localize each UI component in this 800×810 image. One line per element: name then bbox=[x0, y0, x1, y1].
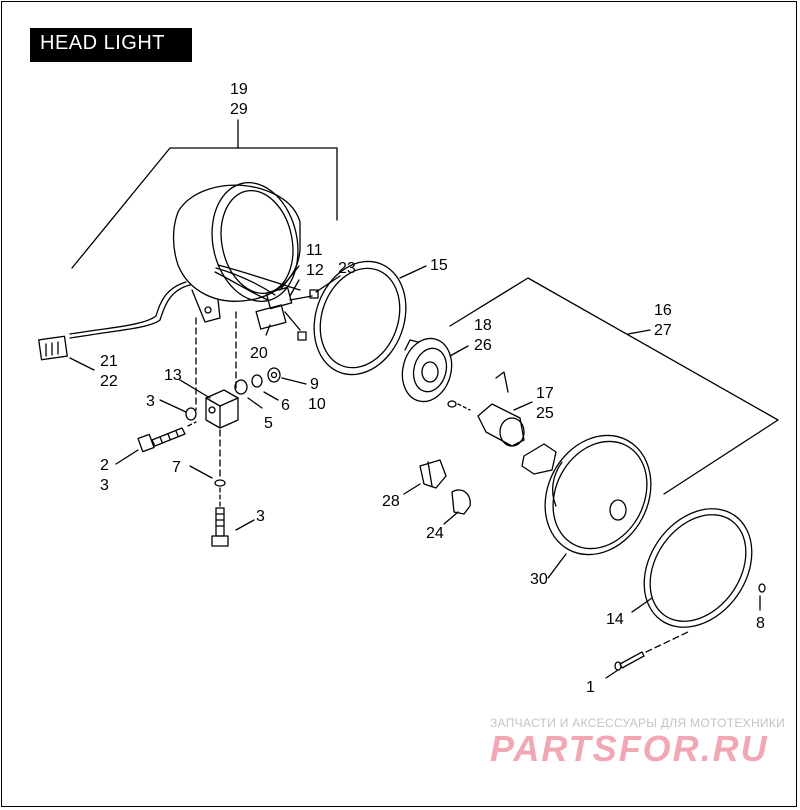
callout-3-bolt: 3 bbox=[100, 477, 109, 494]
callout-11: 11 bbox=[306, 242, 323, 259]
callout-8: 8 bbox=[756, 615, 765, 632]
callout-1: 1 bbox=[586, 679, 595, 696]
headlight-bulb bbox=[447, 371, 533, 447]
mount-hardware bbox=[159, 311, 307, 481]
headlight-housing bbox=[172, 182, 301, 323]
callout-12: 12 bbox=[306, 262, 324, 279]
headlight-lens bbox=[544, 434, 652, 579]
callout-17: 17 bbox=[536, 385, 554, 402]
bolt-vertical bbox=[189, 465, 255, 547]
callout-26: 26 bbox=[474, 337, 492, 354]
callout-18: 18 bbox=[474, 317, 492, 334]
bracket-19-29 bbox=[71, 119, 338, 269]
title-banner: HEAD LIGHT bbox=[30, 28, 192, 62]
callout-13: 13 bbox=[164, 367, 182, 384]
callout-6: 6 bbox=[281, 397, 290, 414]
page-title: HEAD LIGHT bbox=[40, 32, 166, 54]
callout-22: 22 bbox=[100, 373, 118, 390]
callout-10: 10 bbox=[308, 396, 326, 413]
callout-7: 7 bbox=[172, 459, 181, 476]
callout-25: 25 bbox=[536, 405, 554, 422]
connector-block bbox=[255, 265, 341, 341]
callout-24: 24 bbox=[426, 525, 444, 542]
bulb-reflector-housing bbox=[401, 337, 469, 403]
callout-23: 23 bbox=[338, 260, 356, 277]
bolt-horizontal bbox=[115, 421, 197, 465]
gasket-ring bbox=[313, 260, 427, 376]
leader-21-22 bbox=[69, 357, 95, 371]
callout-16: 16 bbox=[654, 302, 672, 319]
callout-27: 27 bbox=[654, 322, 672, 339]
callout-labels: 19 29 11 12 23 15 21 22 20 13 9 10 3 6 5… bbox=[100, 81, 765, 696]
callout-14: 14 bbox=[606, 611, 624, 628]
watermark-brand: PARTSFOR.RU bbox=[490, 728, 769, 769]
callout-15: 15 bbox=[430, 257, 448, 274]
callout-5: 5 bbox=[264, 415, 273, 432]
callout-2: 2 bbox=[100, 457, 109, 474]
bulb-connector bbox=[521, 443, 557, 475]
callout-19: 19 bbox=[230, 81, 248, 98]
callout-9: 9 bbox=[310, 376, 319, 393]
position-lamp bbox=[403, 459, 471, 525]
callout-3-long-bolt: 3 bbox=[256, 508, 265, 525]
callout-29: 29 bbox=[230, 101, 248, 118]
callout-21: 21 bbox=[100, 353, 118, 370]
callout-28: 28 bbox=[382, 493, 400, 510]
bracket-16-27 bbox=[449, 277, 779, 495]
callout-30: 30 bbox=[530, 571, 548, 588]
trim-ring bbox=[631, 508, 753, 628]
watermark-tagline: ЗАПЧАСТИ И АКСЕССУАРЫ ДЛЯ МОТОТЕХНИКИ bbox=[490, 716, 786, 730]
callout-3-washer: 3 bbox=[146, 393, 155, 410]
trim-screw bbox=[605, 583, 766, 679]
callout-20: 20 bbox=[250, 345, 268, 362]
